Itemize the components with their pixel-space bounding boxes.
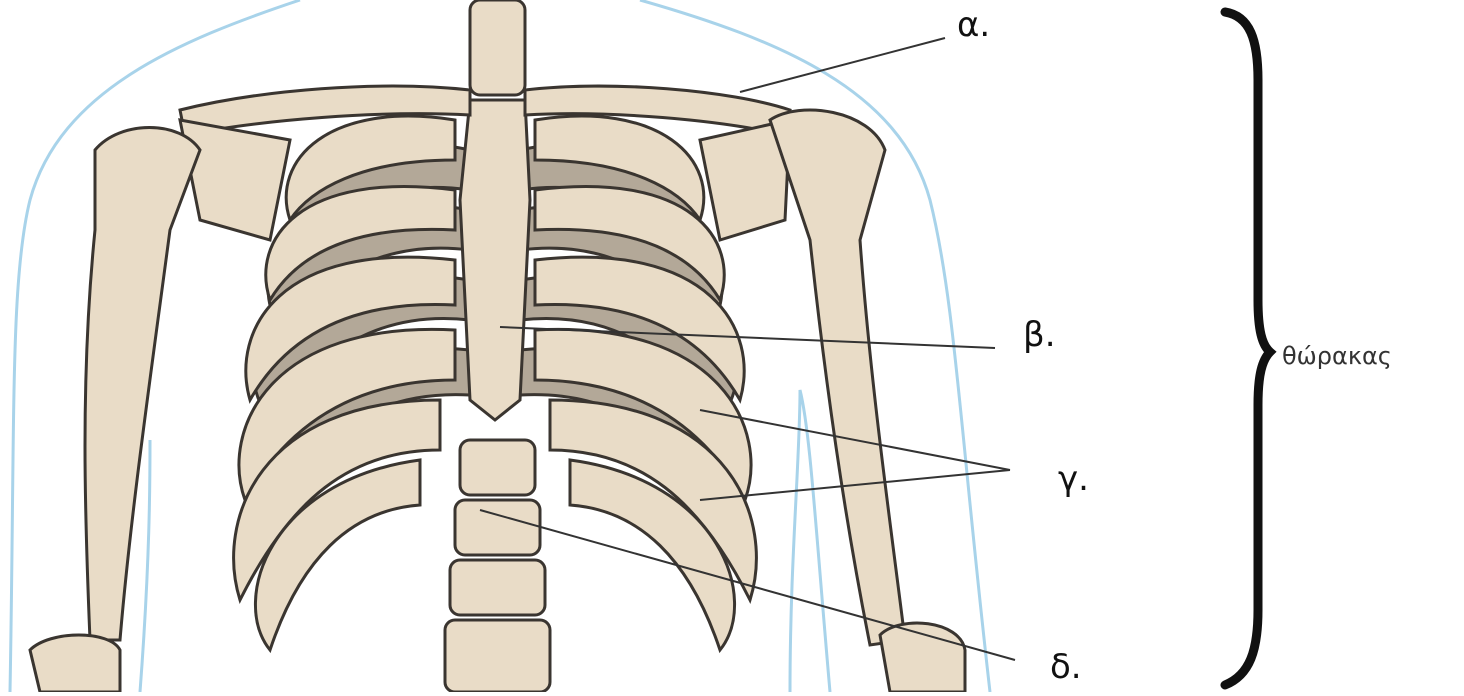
- label-delta: δ.: [1050, 650, 1082, 684]
- label-beta: β.: [1023, 318, 1056, 352]
- label-alpha: α.: [957, 8, 990, 42]
- label-gamma: γ.: [1058, 462, 1089, 496]
- sternum: [460, 100, 530, 420]
- thorax-label: θώρακας: [1282, 344, 1392, 368]
- thorax-brace: [1225, 12, 1270, 685]
